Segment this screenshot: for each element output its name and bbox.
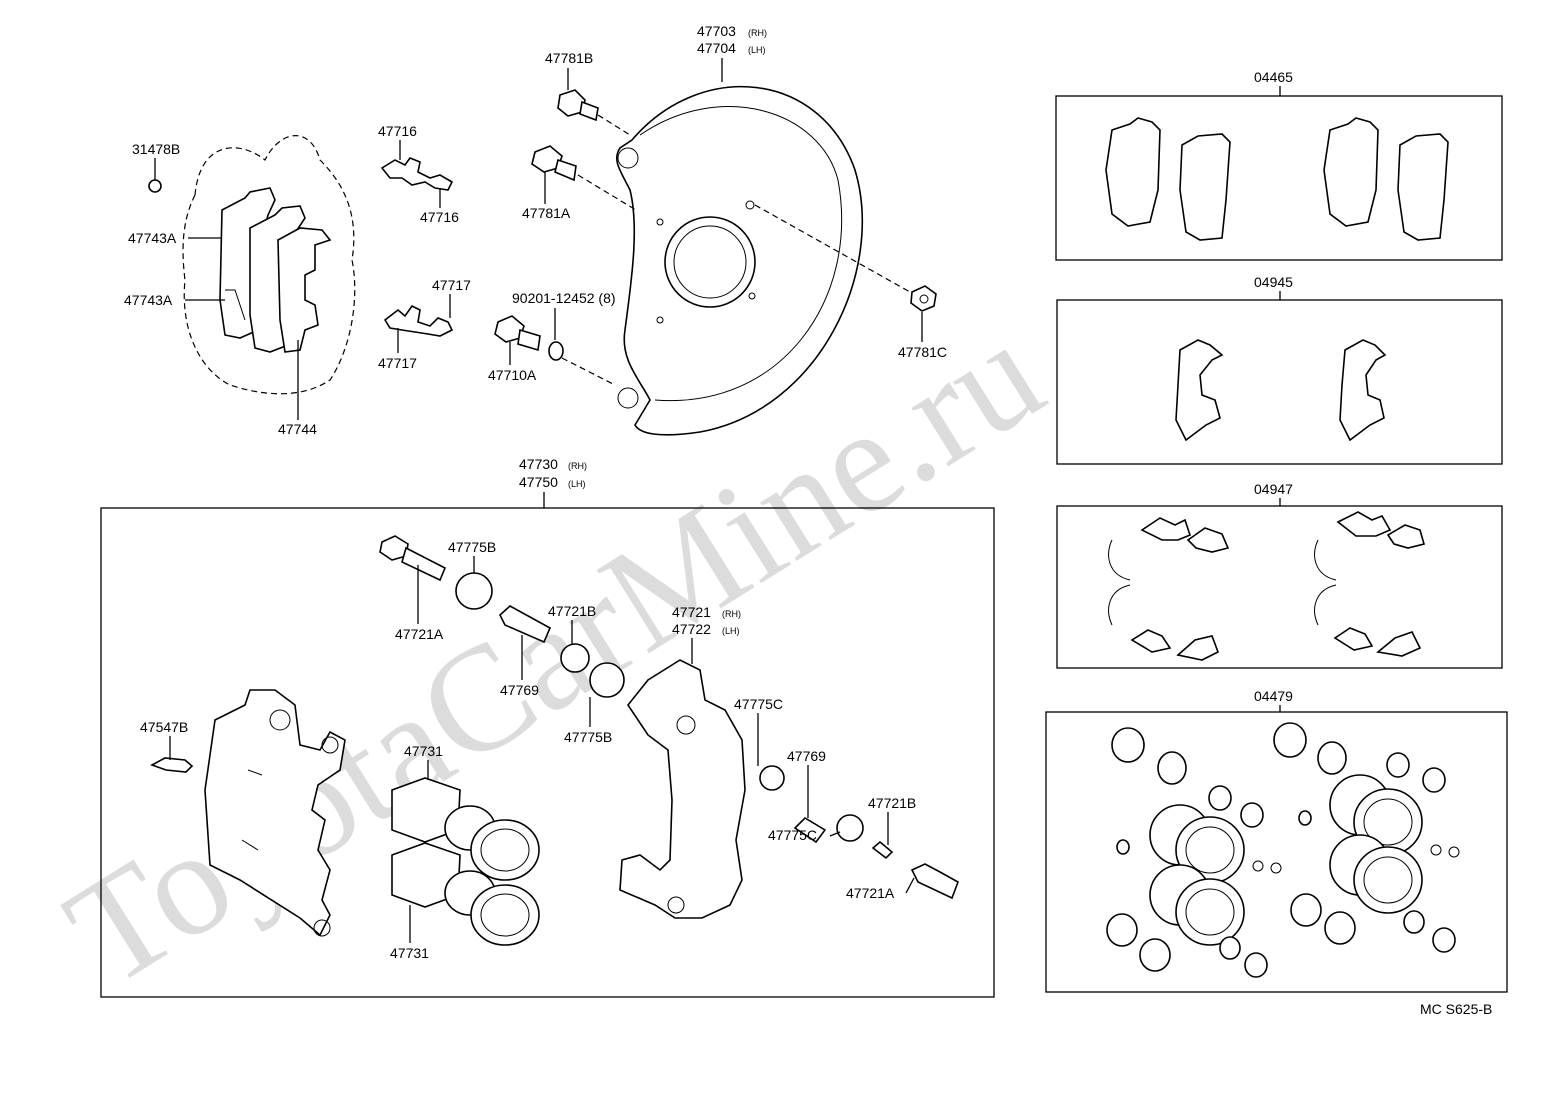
label-04465: 04465 — [1254, 69, 1293, 85]
label-31478B: 31478B — [132, 141, 180, 157]
label-47717-top: 47717 — [432, 277, 471, 293]
label-47721A-left: 47721A — [395, 626, 444, 642]
kit-04465: 04465 — [1055, 69, 1503, 261]
label-47775C-bottom: 47775C — [768, 827, 817, 843]
label-47710A: 47710A — [488, 367, 537, 383]
label-04479: 04479 — [1254, 688, 1293, 704]
label-47769-right: 47769 — [787, 748, 826, 764]
dust-cover-bolts — [494, 89, 937, 386]
label-47547B: 47547B — [140, 719, 188, 735]
label-47721A-right: 47721A — [846, 885, 895, 901]
label-47744: 47744 — [278, 421, 317, 437]
pad-assembly-group — [148, 135, 356, 395]
label-suffix-rh-47730: (RH) — [568, 461, 587, 471]
watermark: ToyotaCarMine.ru — [40, 289, 1069, 1018]
label-47743A-upper: 47743A — [128, 230, 177, 246]
label-47721B-left: 47721B — [548, 603, 596, 619]
kit-04947: 04947 — [1056, 481, 1503, 669]
label-47717-bottom: 47717 — [378, 355, 417, 371]
dust-cover-labels: 47703 (RH) 47704 (LH) 47781B 47781A 9020… — [488, 23, 947, 383]
label-47781A: 47781A — [522, 205, 571, 221]
label-suffix-lh-47722: (LH) — [722, 626, 740, 636]
label-47775B-top: 47775B — [448, 539, 496, 555]
label-suffix-rh-47721: (RH) — [722, 609, 741, 619]
caliper-parts — [150, 535, 959, 946]
label-04945: 04945 — [1254, 274, 1293, 290]
label-47703: 47703 — [697, 23, 736, 39]
figure-code: MC S625-B — [1420, 1001, 1492, 1017]
label-90201-12452: 90201-12452 (8) — [512, 290, 616, 306]
label-47781B: 47781B — [545, 50, 593, 66]
label-suffix-lh-47750: (LH) — [568, 479, 586, 489]
label-47722: 47722 — [672, 621, 711, 637]
label-47769-left: 47769 — [500, 682, 539, 698]
disc-dust-cover — [615, 86, 864, 436]
label-04947: 04947 — [1254, 481, 1293, 497]
label-47731-bottom: 47731 — [390, 945, 429, 961]
pad-group-labels: 31478B 47743A 47743A 47744 — [124, 141, 317, 437]
label-47775B-bottom: 47775B — [564, 729, 612, 745]
label-47716-bottom: 47716 — [420, 209, 459, 225]
label-47716-top: 47716 — [378, 123, 417, 139]
label-suffix-rh-47703: (RH) — [748, 28, 767, 38]
label-47721: 47721 — [672, 604, 711, 620]
label-47781C: 47781C — [898, 344, 947, 360]
kit-04945: 04945 — [1056, 274, 1503, 465]
label-47730: 47730 — [519, 456, 558, 472]
label-suffix-lh-47704: (LH) — [748, 45, 766, 55]
label-47750: 47750 — [519, 474, 558, 490]
label-47731-top: 47731 — [404, 743, 443, 759]
kit-04479: 04479 — [1045, 688, 1508, 993]
label-47743A-lower: 47743A — [124, 292, 173, 308]
shim-clips-group: 47716 47716 47717 47717 — [378, 123, 471, 371]
caliper-labels: 47775B 47721A 47721B 47769 47775B 47721 … — [140, 539, 916, 961]
label-47721B-right: 47721B — [868, 795, 916, 811]
caliper-assembly-box: 47730 (RH) 47750 (LH) — [100, 456, 995, 998]
label-47704: 47704 — [697, 40, 736, 56]
label-47775C-top: 47775C — [734, 696, 783, 712]
